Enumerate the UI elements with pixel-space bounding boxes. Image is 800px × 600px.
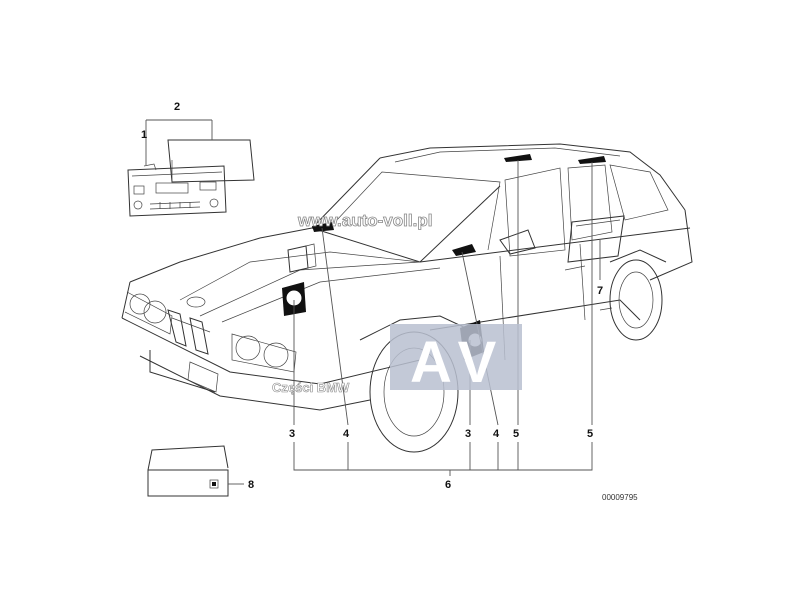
callout-7: 7 <box>597 285 603 297</box>
callout-3b: 3 <box>465 428 471 440</box>
control-unit <box>147 445 244 497</box>
watermark-url: www.auto-voll.pl <box>297 211 432 230</box>
leader-lines <box>293 160 601 476</box>
callout-2: 2 <box>174 101 180 113</box>
watermark-logo-box <box>390 324 522 390</box>
watermark-caption: Części BMW <box>272 380 350 395</box>
callout-5a: 5 <box>513 428 519 440</box>
watermark: www.auto-voll.pl AV Części BMW <box>272 211 522 395</box>
callout-6: 6 <box>445 479 451 491</box>
reference-code: 00009795 <box>602 493 638 502</box>
callout-4a: 4 <box>343 428 350 440</box>
callout-3a: 3 <box>289 428 295 440</box>
callout-1: 1 <box>141 129 147 141</box>
radio-assembly: 2 1 <box>127 101 255 217</box>
watermark-logo: AV <box>410 330 506 395</box>
callout-8: 8 <box>248 479 254 491</box>
callout-4b: 4 <box>493 428 500 440</box>
callout-5b: 5 <box>587 428 593 440</box>
